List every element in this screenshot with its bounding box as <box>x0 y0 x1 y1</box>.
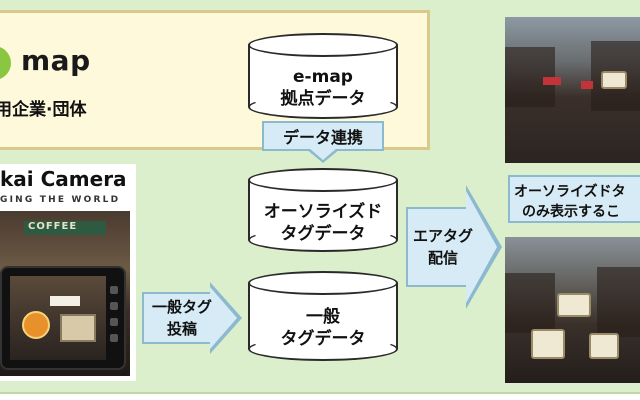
data-link-callout: データ連携 <box>262 121 384 165</box>
store-sign-text: COFFEE <box>28 221 78 232</box>
phone-button-icon <box>110 302 118 310</box>
emap-database-label-1: e-map <box>293 67 353 87</box>
ar-screenshot-after <box>505 237 640 383</box>
air-tag-label-1: エアタグ <box>412 227 473 245</box>
ar-screenshot-before <box>505 17 640 163</box>
air-tag-distribution-arrow: エアタグ 配信 <box>406 185 502 313</box>
air-tag-orange-icon <box>22 311 50 339</box>
emap-subtitle: 用企業·団体 <box>0 100 87 120</box>
air-tag-label-2: 配信 <box>427 249 458 267</box>
emap-logo-text: map <box>21 44 91 77</box>
sekai-camera-title: kai Camera <box>0 167 127 191</box>
sekai-camera-subtitle: GING THE WORLD <box>0 195 121 205</box>
phone-screen <box>10 276 106 360</box>
general-tag-post-label-1: 一般タグ <box>151 298 212 316</box>
emap-logo-icon <box>0 46 11 80</box>
emap-database: e-map 拠点データ <box>248 33 398 119</box>
authorized-only-callout: オーソライズドタ のみ表示するこ <box>508 175 640 223</box>
general-database-label-1: 一般 <box>306 307 340 327</box>
authorized-only-label-2: のみ表示するこ <box>522 204 620 220</box>
air-tag-icon <box>557 293 591 317</box>
data-link-label: データ連携 <box>282 128 363 147</box>
air-tag-photo-icon <box>531 329 565 359</box>
authorized-only-label-1: オーソライズドタ <box>514 184 626 200</box>
authorized-tag-database: オーソライズド タグデータ <box>248 168 398 252</box>
authorized-database-label-1: オーソライズド <box>263 202 383 222</box>
emap-database-label-2: 拠点データ <box>280 89 366 109</box>
authorized-database-label-2: タグデータ <box>280 224 366 244</box>
air-tag-photo-icon <box>60 314 96 342</box>
general-tag-post-label-2: 投稿 <box>166 320 197 338</box>
air-tag-icon <box>601 71 627 89</box>
general-tag-post-arrow: 一般タグ 投稿 <box>142 282 242 354</box>
smartphone-icon <box>0 266 126 370</box>
air-tag-label-icon <box>50 296 80 306</box>
phone-button-icon <box>110 334 118 342</box>
air-tag-icon <box>589 333 619 359</box>
sekai-camera-card: kai Camera GING THE WORLD COFFEE <box>0 164 136 381</box>
sekai-camera-photo: COFFEE <box>0 211 130 376</box>
phone-button-icon <box>110 318 118 326</box>
phone-button-icon <box>110 286 118 294</box>
general-tag-database: 一般 タグデータ <box>248 271 398 361</box>
store-sign <box>24 221 106 235</box>
general-database-label-2: タグデータ <box>280 329 366 349</box>
